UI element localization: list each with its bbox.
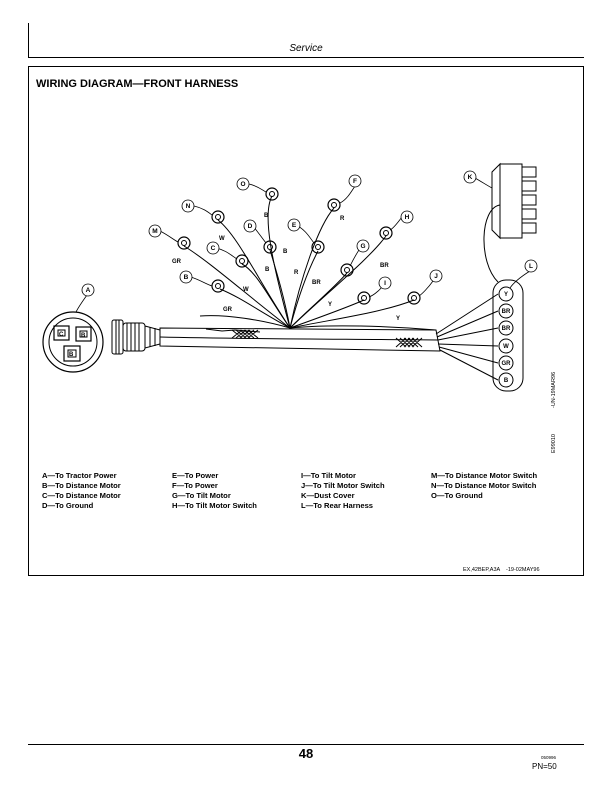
doc-code: EX,42BEP,A3A -19-02MAY96 (463, 567, 540, 573)
wire-label-w-b: W (243, 287, 249, 293)
harness-sheath (159, 327, 441, 352)
wire-fan (183, 195, 437, 331)
callout-g: G (360, 243, 365, 250)
wire-label-w-n: W (219, 236, 225, 242)
callout-j: J (434, 273, 438, 280)
legend-item: C—To Distance Motor (42, 491, 121, 500)
terminal-c (235, 254, 249, 268)
callout-k: K (468, 174, 473, 181)
wire-label-y-i: Y (328, 302, 332, 308)
footer-pn: PN=50 (532, 762, 557, 771)
callout-e: E (292, 222, 297, 229)
socket-letter-1: C (59, 332, 64, 338)
legend-col-3: I—To Tilt Motor J—To Tilt Motor Switch K… (301, 471, 385, 511)
legend-item: K—Dust Cover (301, 491, 355, 500)
terminal-j (407, 291, 421, 305)
terminal-m (177, 236, 191, 250)
header-top-rule (28, 23, 29, 57)
legend-col-4: M—To Distance Motor Switch N—To Distance… (431, 471, 537, 501)
legend-item: L—To Rear Harness (301, 501, 374, 510)
footer-rule (28, 744, 584, 745)
legend-col-1: A—To Tractor Power B—To Distance Motor C… (42, 471, 121, 511)
callout-b: B (184, 274, 189, 281)
pin-label-br-1: BR (502, 309, 511, 315)
wire-label-r-f: R (340, 216, 345, 222)
terminal-i (357, 291, 371, 305)
terminal-o (265, 187, 279, 201)
footer-small-code: 050996 (541, 755, 557, 760)
pin-label-y: Y (504, 292, 508, 298)
legend-item: A—To Tractor Power (42, 471, 117, 480)
rear-connector (492, 279, 524, 392)
callout-i: I (384, 280, 386, 287)
wire-label-b-upper: B (264, 213, 269, 219)
pin-label-br-2: BR (502, 326, 511, 332)
header-section-title: Service (289, 43, 323, 54)
ring-terminals (177, 187, 421, 305)
figure-ref-vertical-top: -UN-19MAR96 (551, 371, 557, 408)
diagram-frame (28, 66, 584, 576)
legend-item: H—To Tilt Motor Switch (172, 501, 257, 510)
dust-cover (483, 162, 537, 283)
legend-item: B—To Distance Motor (42, 481, 121, 490)
wire-label-br-h: BR (380, 263, 389, 269)
wire-label-b-c: B (265, 267, 270, 273)
socket-letter-3: B (69, 352, 74, 358)
terminal-e (311, 240, 325, 254)
callouts (75, 170, 538, 313)
legend-item: O—To Ground (431, 491, 483, 500)
wire-label-gr-m: GR (172, 259, 182, 265)
legend-item: F—To Power (172, 481, 218, 490)
harness-plug (111, 319, 161, 355)
pin-label-w: W (503, 344, 509, 350)
wire-label-br-e: BR (312, 280, 321, 286)
pin-label-b: B (504, 378, 509, 384)
figure-ref-vertical-bottom: E99010 (551, 434, 557, 453)
callout-d: D (248, 223, 253, 230)
diagram-title: WIRING DIAGRAM—FRONT HARNESS (36, 78, 239, 90)
terminal-n (211, 210, 225, 224)
callout-h: H (405, 214, 410, 221)
legend-item: D—To Ground (42, 501, 94, 510)
terminal-f (327, 198, 341, 212)
legend-item: N—To Distance Motor Switch (431, 481, 537, 490)
page-number: 48 (298, 746, 314, 761)
callout-o: O (240, 181, 245, 188)
terminal-b (211, 279, 225, 293)
terminal-g (340, 263, 354, 277)
callout-m: M (152, 228, 157, 235)
terminal-h (379, 226, 393, 240)
wire-label-y-j: Y (396, 316, 400, 322)
callout-f: F (353, 178, 357, 185)
header-rule (28, 57, 584, 58)
legend-item: E—To Power (172, 471, 219, 480)
callout-a: A (86, 287, 91, 294)
terminal-d (263, 240, 277, 254)
legend-item: G—To Tilt Motor (172, 491, 231, 500)
legend-item: I—To Tilt Motor (301, 471, 356, 480)
callout-l: L (529, 263, 533, 270)
callout-c: C (211, 245, 216, 252)
legend-item: M—To Distance Motor Switch (431, 471, 538, 480)
pin-label-gr: GR (502, 361, 512, 367)
legend-col-2: E—To Power F—To Power G—To Tilt Motor H—… (172, 471, 257, 511)
wire-label-r-e: R (294, 270, 299, 276)
legend-item: J—To Tilt Motor Switch (301, 481, 385, 490)
callout-n: N (186, 203, 191, 210)
socket-letter-2: B (81, 333, 86, 339)
rear-wires (435, 293, 499, 381)
wire-label-gr-b: GR (223, 307, 233, 313)
wire-label-b-d: B (283, 249, 288, 255)
tractor-plug (42, 311, 104, 373)
